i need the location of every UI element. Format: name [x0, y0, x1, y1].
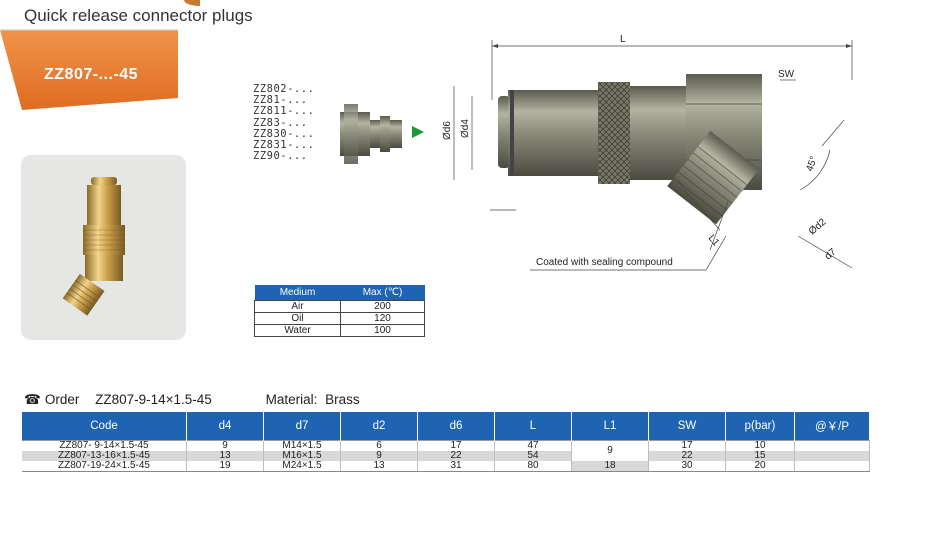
- table-cell: 10: [725, 440, 795, 451]
- order-line: ☎Order ZZ807-9-14×1.5-45 Material: Brass: [24, 392, 364, 408]
- medium-table: Medium Max (℃) Air 200 Oil 120 Water 100: [254, 285, 425, 337]
- material-value: Brass: [325, 392, 360, 407]
- table-cell: Oil: [254, 312, 341, 325]
- table-header: p(bar): [725, 412, 795, 441]
- table-cell: 13: [186, 451, 264, 461]
- table-cell: 6: [340, 440, 418, 451]
- list-item: ZZ802-...: [253, 83, 315, 95]
- dim-angle: 45°: [804, 155, 820, 173]
- material-label: Material:: [265, 392, 318, 407]
- product-photo: [21, 155, 186, 340]
- table-cell: 9: [340, 451, 418, 461]
- table-row: Oil 120: [254, 312, 425, 325]
- phone-icon: ☎: [24, 392, 41, 407]
- technical-drawing: L SW Ød6 Ød4 Ød2 d7 L1 45° Coated with s…: [340, 34, 853, 271]
- table-cell: 19: [186, 461, 264, 472]
- compatible-plug-list: ZZ802-... ZZ81-... ZZ811-... ZZ83-... ZZ…: [253, 83, 315, 163]
- table-cell: [794, 440, 870, 451]
- page-title: Quick release connector plugs: [24, 6, 253, 25]
- table-row: ZZ807-19-24×1.5-45 19 M24×1.5 13 31 80 1…: [22, 461, 870, 472]
- table-cell: 22: [648, 451, 726, 461]
- table-cell: 20: [725, 461, 795, 472]
- table-cell: 9: [571, 440, 649, 461]
- list-item: ZZ830-...: [253, 127, 315, 140]
- table-cell: 200: [340, 300, 425, 313]
- table-row: ZZ807- 9-14×1.5-45 9 M14×1.5 6 17 47 9 1…: [22, 440, 870, 461]
- table-header: Medium: [254, 285, 341, 301]
- table-header: d2: [340, 412, 418, 441]
- connector-body: [498, 74, 762, 225]
- dim-d2: Ød2: [807, 216, 829, 237]
- table-header: Max (℃): [340, 285, 425, 301]
- table-cell: 9: [186, 440, 264, 451]
- table-cell: 22: [417, 451, 495, 461]
- table-cell: 54: [494, 451, 572, 461]
- model-code: ZZ807-...-45: [44, 66, 139, 83]
- list-item: ZZ81-...: [253, 94, 308, 107]
- table-cell: M24×1.5: [263, 461, 341, 472]
- table-cell: M16×1.5: [263, 451, 341, 461]
- list-item: ZZ811-...: [253, 105, 315, 118]
- table-cell: 17: [648, 440, 726, 451]
- table-row: Air 200: [254, 300, 425, 313]
- table-header: L1: [571, 412, 649, 441]
- table-header: d6: [417, 412, 495, 441]
- order-label: Order: [44, 392, 80, 407]
- table-cell: [794, 461, 870, 472]
- list-item: ZZ831-...: [253, 139, 315, 152]
- table-cell: 17: [417, 440, 495, 451]
- plug-icon: [340, 104, 402, 164]
- table-row: Water 100: [254, 324, 425, 337]
- arrow-icon: [412, 126, 424, 138]
- table-cell: 15: [725, 451, 795, 461]
- dim-L: L: [620, 34, 626, 45]
- table-cell: 13: [340, 461, 418, 472]
- table-cell: 120: [340, 312, 425, 325]
- list-item: ZZ90-...: [253, 150, 308, 163]
- table-cell: Air: [254, 300, 341, 313]
- table-header: d7: [263, 412, 341, 441]
- dim-d7: d7: [823, 246, 839, 262]
- dim-d6: Ød6: [442, 121, 453, 140]
- dim-SW: SW: [778, 69, 795, 80]
- table-header: SW: [648, 412, 726, 441]
- table-cell: [794, 451, 870, 461]
- model-tab: [0, 0, 200, 110]
- table-cell: 80: [494, 461, 572, 472]
- table-cell: M14×1.5: [263, 440, 341, 451]
- order-table: Code d4 d7 d2 d6 L L1 SW p(bar) @￥/P ZZ8…: [22, 412, 870, 472]
- table-cell: Water: [254, 324, 341, 337]
- order-example: ZZ807-9-14×1.5-45: [95, 392, 212, 407]
- table-cell: 100: [340, 324, 425, 337]
- table-cell: ZZ807-19-24×1.5-45: [22, 461, 187, 472]
- dim-d4: Ød4: [460, 119, 471, 138]
- table-header: Code: [22, 412, 187, 441]
- table-header: d4: [186, 412, 264, 441]
- sealing-note: Coated with sealing compound: [536, 257, 673, 268]
- table-cell: ZZ807-13-16×1.5-45: [22, 451, 187, 461]
- table-cell: 47: [494, 440, 572, 451]
- table-cell: 30: [648, 461, 726, 472]
- table-header: L: [494, 412, 572, 441]
- list-item: ZZ83-...: [253, 116, 308, 129]
- table-cell: 31: [417, 461, 495, 472]
- table-row: ZZ807-13-16×1.5-45 13 M16×1.5 9 22 54 22…: [22, 451, 870, 461]
- table-cell: ZZ807- 9-14×1.5-45: [22, 440, 187, 451]
- dim-L1: L1: [706, 233, 722, 249]
- table-header: @￥/P: [794, 412, 869, 441]
- table-cell: 18: [571, 461, 649, 472]
